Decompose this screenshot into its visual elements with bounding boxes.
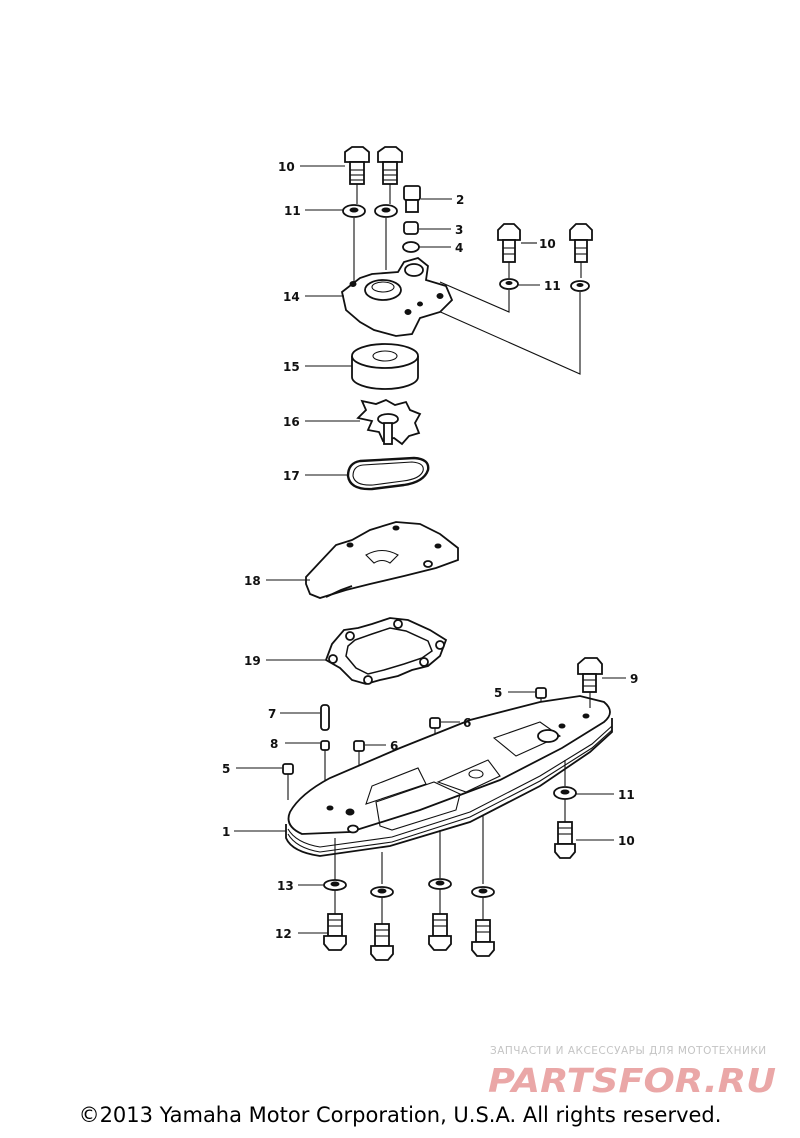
copyright-notice: ©2013 Yamaha Motor Corporation, U.S.A. A…: [78, 1103, 722, 1127]
pin-5-right: [535, 687, 547, 699]
plate-1: [285, 695, 613, 857]
callout-11: 11: [618, 788, 635, 802]
washer-11-left: [342, 204, 366, 218]
bolt-12-a: [323, 913, 347, 951]
callout-2: 2: [456, 193, 464, 207]
outer-plate-18: [305, 521, 459, 599]
bolt-10-right-b: [569, 223, 593, 263]
callout-15: 15: [283, 360, 300, 374]
sleeve-2: [403, 185, 421, 213]
seal-ring-17: [346, 456, 430, 491]
callout-16: 16: [283, 415, 300, 429]
bolt-12-b: [370, 923, 394, 961]
gasket-19: [324, 617, 448, 685]
pin-5-left: [282, 763, 294, 775]
callout-5: 5: [222, 762, 230, 776]
impeller-16: [356, 399, 422, 446]
pin-6-right: [429, 717, 441, 729]
o-ring-4: [402, 241, 420, 253]
callout-4: 4: [455, 241, 463, 255]
bolt-12-c: [428, 913, 452, 951]
pump-housing-14: [340, 257, 454, 337]
bolt-10-right-a: [497, 223, 521, 263]
callout-10: 10: [278, 160, 295, 174]
callout-7: 7: [268, 707, 276, 721]
bolt-10-right: [377, 146, 403, 185]
callout-6: 6: [390, 739, 398, 753]
callout-19: 19: [244, 654, 261, 668]
pin-6-left: [353, 740, 365, 752]
callout-13: 13: [277, 879, 294, 893]
callout-11: 11: [284, 204, 301, 218]
callout-3: 3: [455, 223, 463, 237]
bolt-9: [577, 657, 603, 693]
bolt-12-d: [471, 919, 495, 957]
bolt-10-lower: [554, 821, 576, 859]
callout-17: 17: [283, 469, 300, 483]
callout-10: 10: [618, 834, 635, 848]
collar-3: [403, 221, 419, 235]
callout-10: 10: [539, 237, 556, 251]
callout-1: 1: [222, 825, 230, 839]
washer-11-right: [374, 204, 398, 218]
callout-9: 9: [630, 672, 638, 686]
callout-8: 8: [270, 737, 278, 751]
bolt-10-left: [344, 146, 370, 185]
dowel-pin-8: [320, 740, 330, 751]
callout-5: 5: [494, 686, 502, 700]
callout-6: 6: [463, 716, 471, 730]
callout-labels: 10 11 2 3 4 10 11 14 15 16 17 18 19 9 5 …: [222, 160, 638, 941]
watermark-brand-logo: PARTSFOR.RU: [488, 1061, 776, 1100]
callout-18: 18: [244, 574, 261, 588]
callout-11: 11: [544, 279, 561, 293]
callout-12: 12: [275, 927, 292, 941]
callout-14: 14: [283, 290, 300, 304]
watermark-tagline: ЗАПЧАСТИ И АКСЕССУАРЫ ДЛЯ МОТОТЕХНИКИ: [490, 1045, 767, 1057]
dowel-pin-7: [320, 704, 330, 731]
insert-cartridge-15: [351, 343, 419, 390]
leader-lines: [234, 165, 626, 934]
